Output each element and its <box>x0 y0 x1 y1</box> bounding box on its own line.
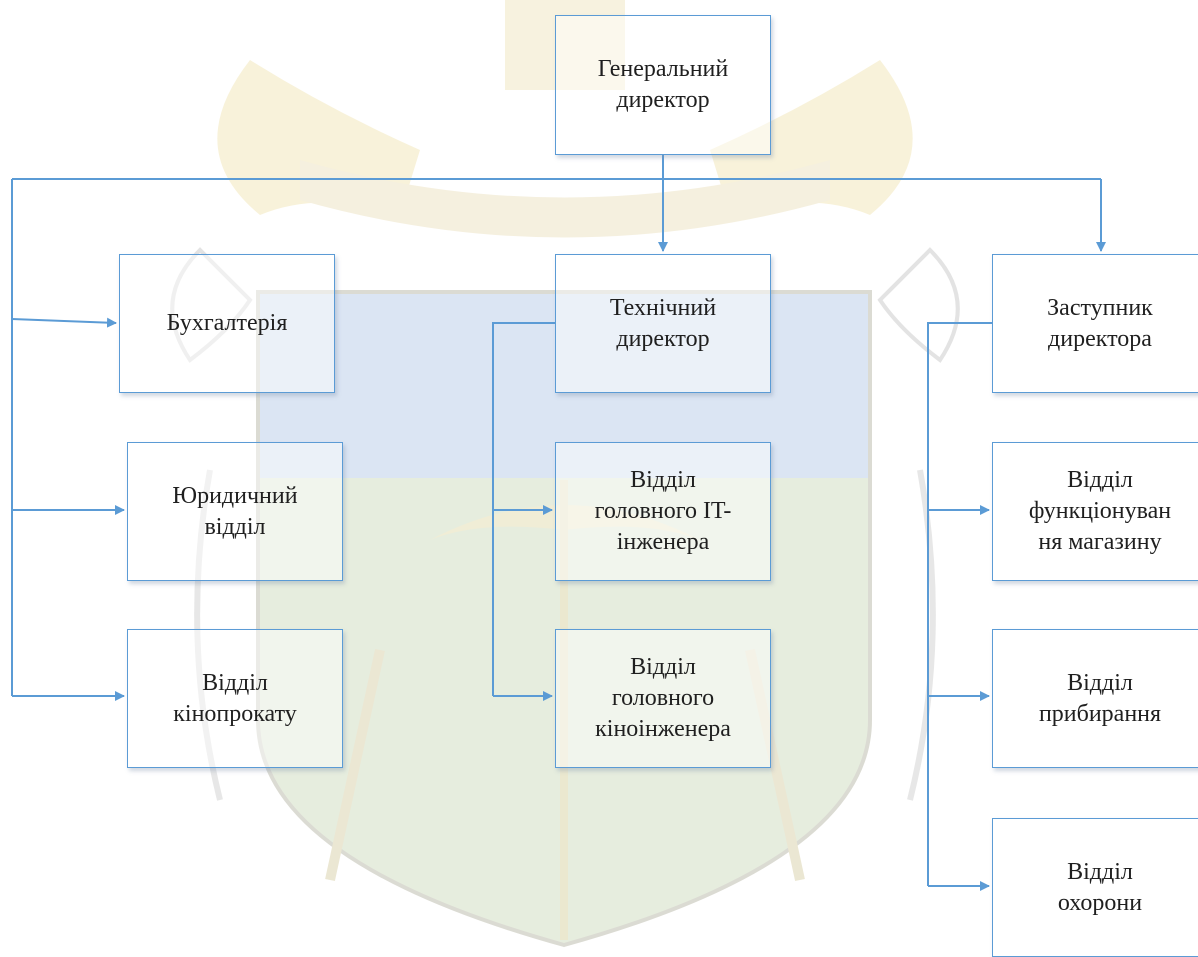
legal-department-box: Юридичний відділ <box>127 442 343 581</box>
store-department-box: Відділ функціонуван ня магазину <box>992 442 1198 581</box>
cinema-engineer-box: Відділ головного кіноінженера <box>555 629 771 768</box>
accounting-box: Бухгалтерія <box>119 254 335 393</box>
store-department-label: Відділ функціонуван ня магазину <box>1028 467 1172 555</box>
wreath-right <box>710 60 913 215</box>
accounting-label: Бухгалтерія <box>166 310 288 337</box>
connector-to-accounting <box>11 317 117 328</box>
security-department-label: Відділ охорони <box>1057 858 1143 916</box>
shield-blue-band <box>258 292 870 478</box>
deputy-director-label: Заступник директора <box>1047 294 1153 352</box>
torch-left <box>325 648 385 882</box>
scroll-left <box>170 247 253 363</box>
film-distribution-box: Відділ кінопрокату <box>127 629 343 768</box>
shield-outline <box>256 290 872 948</box>
column-right <box>907 469 936 801</box>
technical-director-label: Технічний директор <box>609 294 717 352</box>
cinema-engineer-label: Відділ головного кіноінженера <box>595 654 731 742</box>
connector-deputy-trunk <box>927 322 992 886</box>
connector-tech-trunk <box>492 322 555 696</box>
column-left <box>194 469 223 801</box>
technical-director-box: Технічний директор <box>555 254 771 393</box>
cleaning-department-label: Відділ прибирання <box>1038 669 1162 727</box>
scroll-right <box>877 247 960 363</box>
ribbon-band <box>300 160 830 238</box>
it-department-box: Відділ головного IT- інженера <box>555 442 771 581</box>
film-distribution-label: Відділ кінопрокату <box>173 669 297 727</box>
wreath-left <box>217 60 420 215</box>
security-department-box: Відділ охорони <box>992 818 1198 957</box>
general-director-box: Генеральний директор <box>555 15 771 155</box>
torch-right <box>745 648 805 882</box>
cleaning-department-box: Відділ прибирання <box>992 629 1198 768</box>
it-department-label: Відділ головного IT- інженера <box>594 467 732 555</box>
deputy-director-box: Заступник директора <box>992 254 1198 393</box>
general-director-label: Генеральний директор <box>597 56 729 113</box>
legal-department-label: Юридичний відділ <box>172 482 298 540</box>
